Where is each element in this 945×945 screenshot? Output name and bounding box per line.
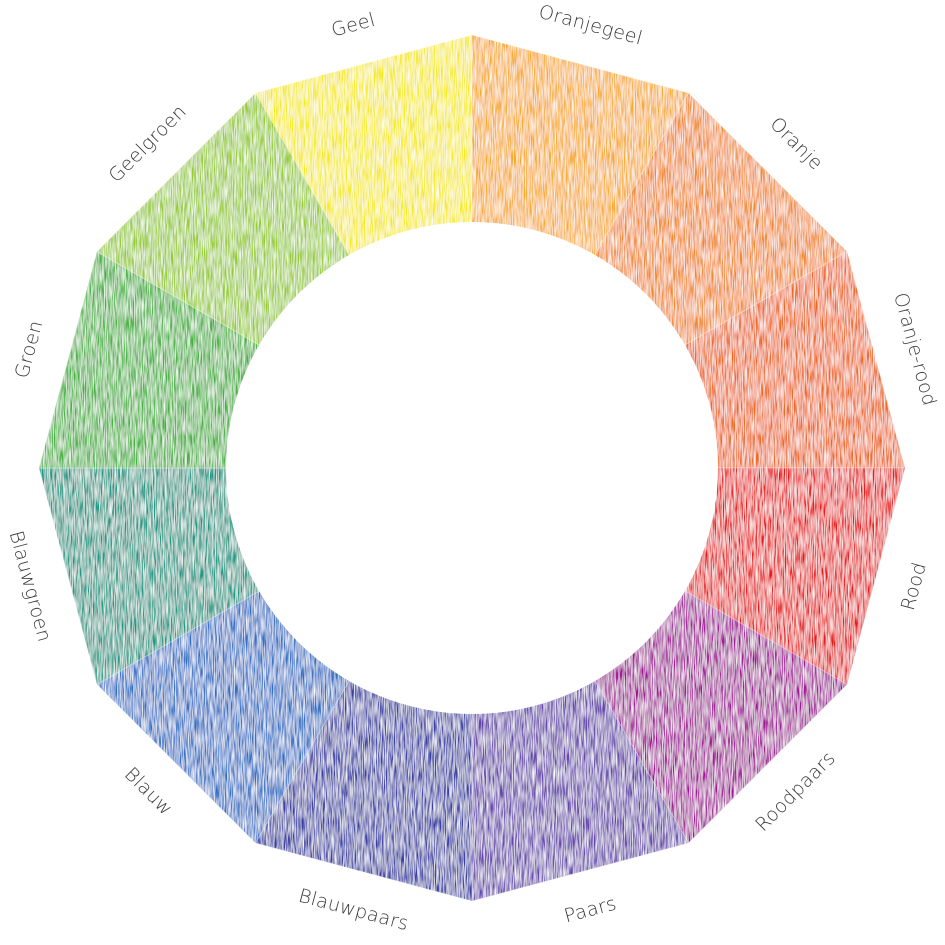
label-groen: Groen <box>11 318 48 381</box>
label-oranje-rood: Oranje-rood <box>889 290 940 408</box>
wheel-center-hole <box>226 222 718 714</box>
label-blauwgroen: Blauwgroen <box>5 528 56 644</box>
label-blauw: Blauw <box>120 763 177 820</box>
label-paars: Paars <box>562 892 619 927</box>
label-rood: Rood <box>897 560 931 613</box>
label-oranje: Oranje <box>765 113 827 175</box>
label-geel: Geel <box>329 9 378 42</box>
label-blauwpaars: Blauwpaars <box>296 885 411 936</box>
wheel-segments <box>38 34 906 902</box>
label-oranjegeel: Oranjegeel <box>536 1 645 50</box>
